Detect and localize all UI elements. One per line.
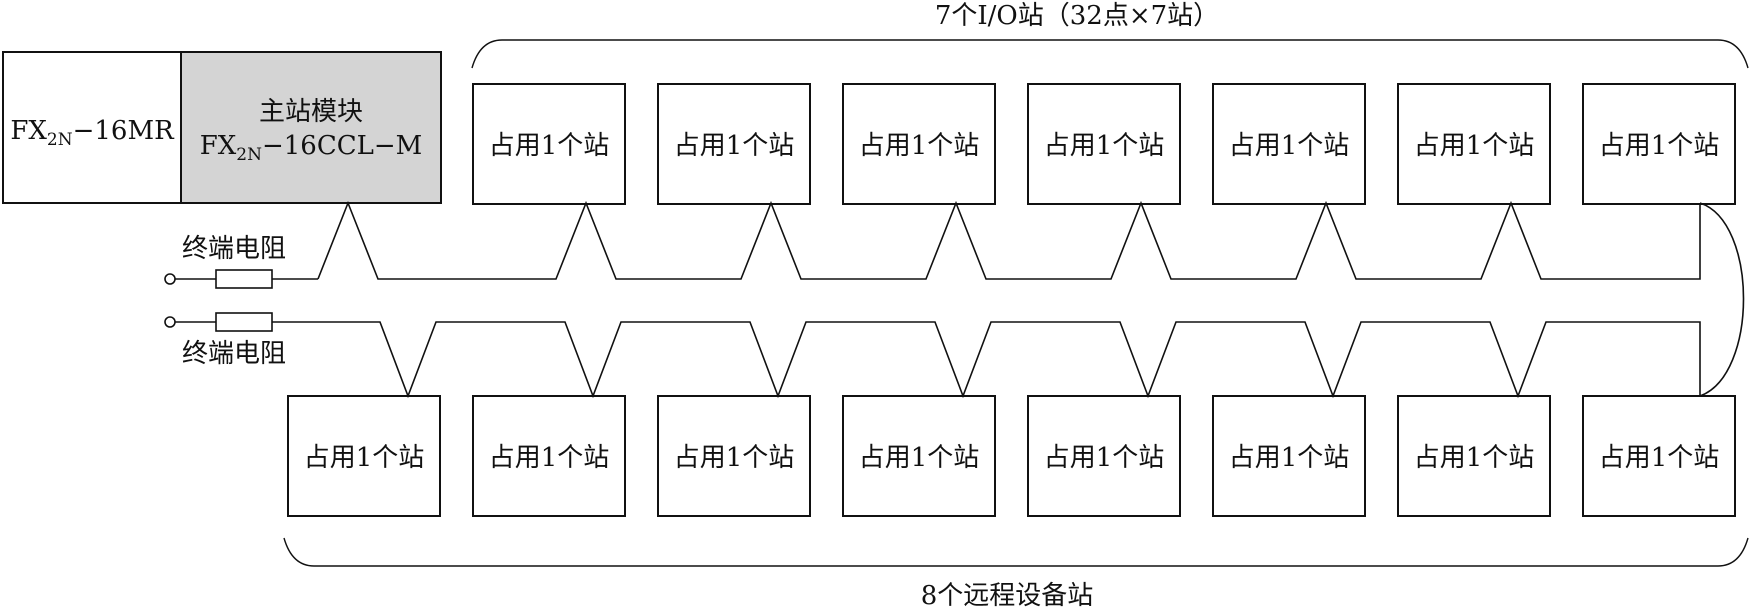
upper-bus-line [317,200,1701,280]
remote-device-station-label: 占用1个站 [304,443,425,473]
terminal-node-top [164,273,176,285]
io-station-label: 占用1个站 [1414,131,1535,161]
io-station-box [842,83,996,205]
terminal-resistor-bottom [164,312,378,332]
lower-bus-line [378,321,1701,399]
top-group-brace [471,39,1749,69]
remote-device-station-box [1582,395,1736,517]
remote-device-station-3: 占用1个站 [657,395,811,517]
remote-device-station-1: 占用1个站 [287,395,441,517]
remote-device-station-box [287,395,441,517]
master-module-box [180,51,442,204]
remote-device-station-box [472,395,626,517]
plc-model-label: FX2N−16MR [10,116,175,150]
remote-device-station-label: 占用1个站 [1044,443,1165,473]
terminal-node-bottom [164,316,176,328]
remote-device-station-4: 占用1个站 [842,395,996,517]
terminal-resistor-top [164,269,318,289]
io-station-6: 占用1个站 [1397,83,1551,205]
plc-model-suffix: −16MR [73,116,175,146]
remote-device-station-label: 占用1个站 [489,443,610,473]
top-group-heading: 7个I/O站（32点×7站） [935,1,1219,31]
remote-device-station-label: 占用1个站 [859,443,980,473]
io-station-box [657,83,811,205]
io-station-box [1212,83,1366,205]
io-station-label: 占用1个站 [674,131,795,161]
remote-device-station-5: 占用1个站 [1027,395,1181,517]
io-station-label: 占用1个站 [859,131,980,161]
remote-device-station-box [1027,395,1181,517]
terminal-resistor-label-bottom: 终端电阻 [182,339,286,369]
remote-device-station-label: 占用1个站 [1414,443,1535,473]
top-io-stations: 占用1个站 占用1个站 占用1个站 占用1个站 占用1个站 占用1个站 占用1个站 [472,83,1736,205]
remote-device-station-box [842,395,996,517]
master-module-title: 主站模块 [259,97,363,127]
remote-device-station-box [1397,395,1551,517]
io-station-7: 占用1个站 [1582,83,1736,205]
io-station-5: 占用1个站 [1212,83,1366,205]
plc-model-prefix: FX [10,116,47,146]
terminal-resistor-label-top: 终端电阻 [182,234,286,264]
resistor-symbol-bottom [215,312,273,332]
remote-device-station-7: 占用1个站 [1397,395,1551,517]
io-station-box [1027,83,1181,205]
master-model-prefix: FX [200,131,237,161]
io-station-box [1582,83,1736,205]
resistor-symbol-top [215,269,273,289]
plc-box [2,51,182,204]
io-station-2: 占用1个站 [657,83,811,205]
remote-device-station-box [1212,395,1366,517]
io-station-3: 占用1个站 [842,83,996,205]
remote-device-station-label: 占用1个站 [1229,443,1350,473]
master-module-model: FX2N−16CCL−M [200,131,423,165]
io-station-label: 占用1个站 [1044,131,1165,161]
remote-device-station-2: 占用1个站 [472,395,626,517]
io-station-label: 占用1个站 [1229,131,1350,161]
io-station-1: 占用1个站 [472,83,626,205]
io-station-label: 占用1个站 [1599,131,1720,161]
io-station-box [472,83,626,205]
remote-device-station-6: 占用1个站 [1212,395,1366,517]
bus-return-curve [1699,202,1745,397]
bottom-group-heading: 8个远程设备站 [921,581,1094,611]
io-station-label: 占用1个站 [489,131,610,161]
remote-device-station-box [657,395,811,517]
remote-device-station-label: 占用1个站 [1599,443,1720,473]
master-model-subscript: 2N [236,145,262,165]
master-model-suffix: −16CCL−M [262,131,422,161]
bus-wiring [317,200,1701,399]
io-station-box [1397,83,1551,205]
remote-device-station-label: 占用1个站 [674,443,795,473]
remote-device-station-8: 占用1个站 [1582,395,1736,517]
bottom-group-brace [283,537,1749,567]
plc-model-subscript: 2N [47,130,73,150]
io-station-4: 占用1个站 [1027,83,1181,205]
bottom-remote-device-stations: 占用1个站 占用1个站 占用1个站 占用1个站 占用1个站 占用1个站 占用1个站 占用1个站 [287,395,1736,517]
